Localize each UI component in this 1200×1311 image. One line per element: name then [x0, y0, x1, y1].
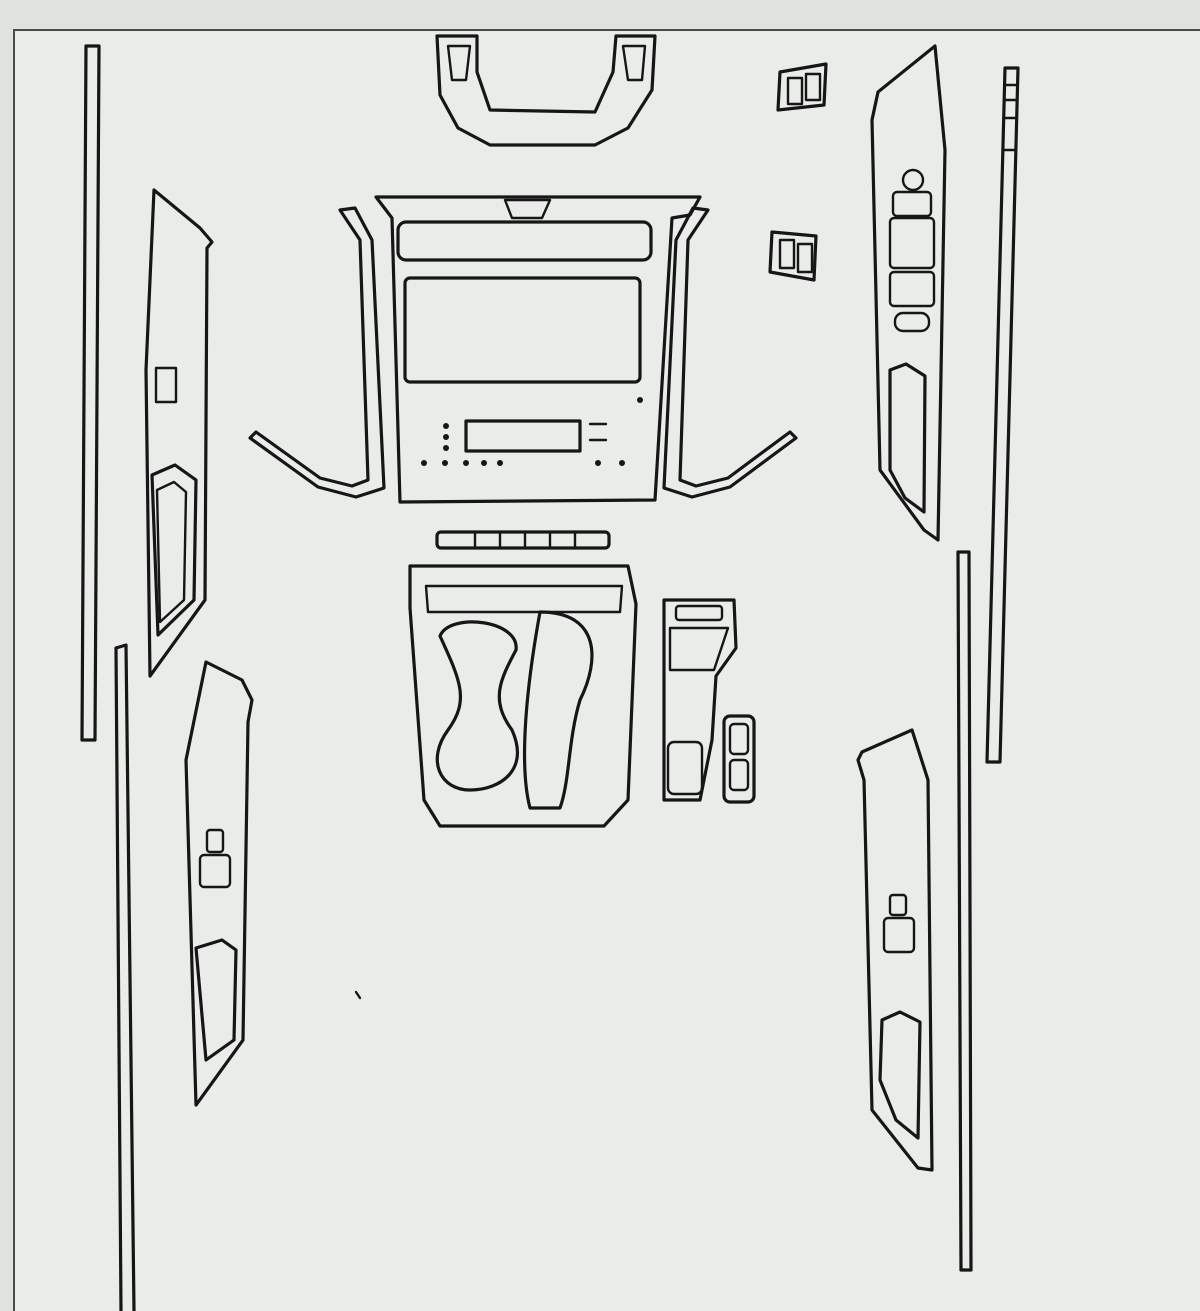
front-left-door-panel: [144, 188, 214, 678]
dashboard-center-panel: [248, 195, 798, 504]
right-lower-strip: [956, 550, 973, 1272]
right-outer-strip: [985, 66, 1020, 764]
rear-right-door-panel: [856, 728, 934, 1172]
stray-mark: [354, 990, 362, 1000]
window-switch-small-mid: [768, 230, 818, 282]
left-outer-strip: [80, 44, 101, 742]
steering-wheel-trim: [435, 34, 657, 147]
window-switch-small-top: [776, 62, 828, 112]
front-right-door-panel: [870, 44, 947, 542]
left-lower-strip: [114, 643, 136, 1311]
gear-shift-panel: [662, 598, 756, 804]
rear-left-door-panel: [184, 660, 254, 1107]
center-console: [408, 530, 638, 828]
